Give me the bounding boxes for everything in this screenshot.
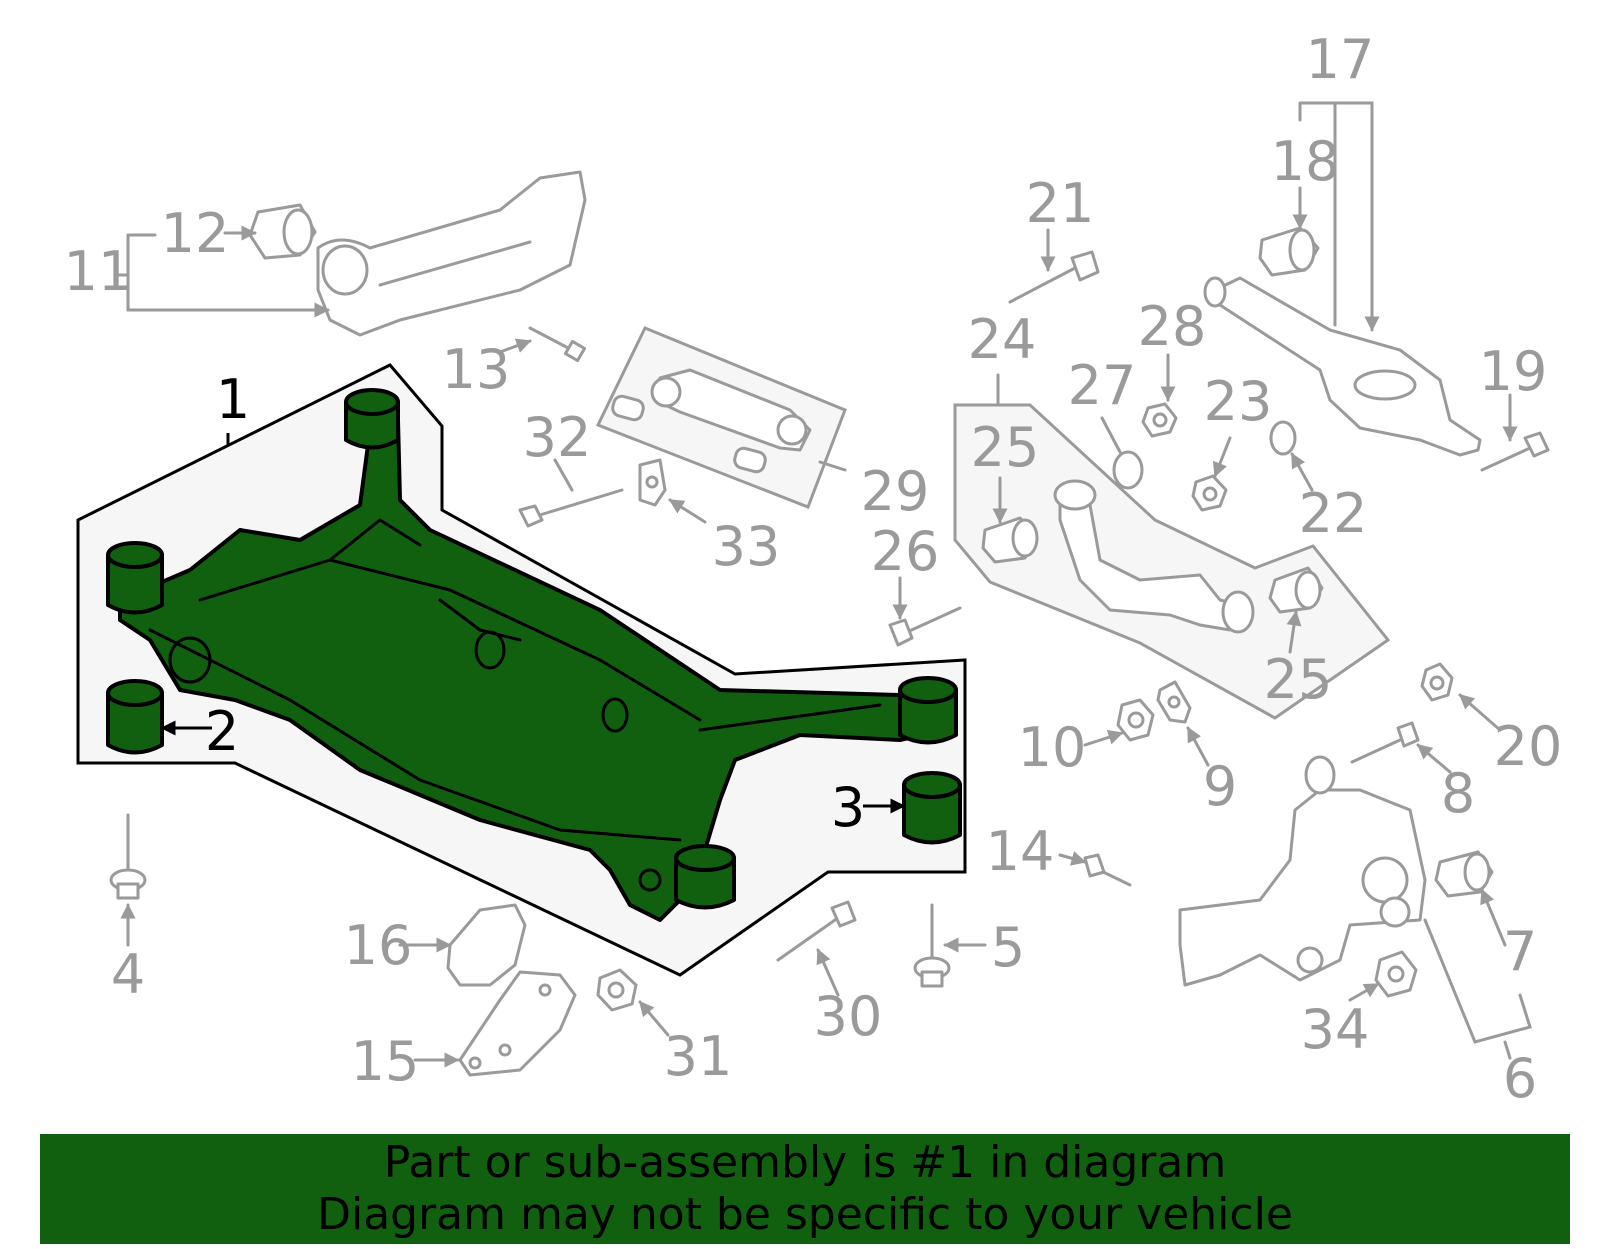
- subframe-assembly-group: [76, 363, 967, 977]
- callout-9: 9: [1203, 755, 1237, 818]
- nut-part-10[interactable]: [1116, 698, 1155, 742]
- callout-22: 22: [1299, 482, 1368, 545]
- cover-part-16[interactable]: [446, 903, 527, 987]
- callout-17: 17: [1306, 28, 1375, 91]
- bushing-part-2[interactable]: [106, 679, 164, 755]
- trailing-arm-part-11[interactable]: [316, 170, 587, 337]
- callout-3: 3: [831, 776, 865, 839]
- callout-28: 28: [1138, 295, 1207, 358]
- nut-part-20[interactable]: [1420, 662, 1454, 702]
- callout-11: 11: [64, 240, 133, 303]
- callout-25-lower: 25: [1264, 648, 1333, 711]
- callout-15: 15: [351, 1030, 420, 1093]
- callout-31: 31: [664, 1025, 733, 1088]
- crossmember-bushing-front-bottom: [674, 844, 736, 910]
- callout-25-upper: 25: [971, 416, 1040, 479]
- bushing-part-25-right[interactable]: [1268, 566, 1324, 614]
- upper-arm-group-24[interactable]: [953, 403, 1391, 720]
- crossmember-bushing-rear-top: [344, 388, 400, 450]
- bracket-11: [126, 233, 320, 312]
- lateral-link-group-29[interactable]: [595, 326, 847, 509]
- bracket-part-15[interactable]: [458, 970, 577, 1077]
- callout-16: 16: [344, 914, 413, 977]
- bracket-part-9[interactable]: [1156, 680, 1192, 724]
- callout-33: 33: [712, 515, 781, 578]
- knuckle-part-6[interactable]: [1178, 755, 1427, 987]
- callout-labels: 1 2 3 4 5 6 7 8 9 10 11 12 13 14 15 16 1…: [64, 28, 1563, 1110]
- bushing-part-18[interactable]: [1258, 226, 1320, 277]
- callout-20: 20: [1494, 715, 1563, 778]
- callout-21: 21: [1026, 172, 1095, 235]
- washer-part-22[interactable]: [1269, 420, 1297, 456]
- callout-30: 30: [814, 985, 883, 1048]
- callout-12: 12: [161, 202, 230, 265]
- bolt-part-5[interactable]: [913, 903, 951, 988]
- banner-line-1: Part or sub-assembly is #1 in diagram: [383, 1137, 1227, 1188]
- nut-part-23[interactable]: [1191, 474, 1228, 512]
- callout-29: 29: [861, 460, 930, 523]
- bolt-part-26[interactable]: [888, 606, 962, 647]
- crossmember-bushing-front-left: [106, 541, 164, 615]
- callout-18: 18: [1271, 130, 1340, 193]
- bushing-part-12[interactable]: [248, 203, 317, 260]
- washer-part-27[interactable]: [1112, 450, 1144, 490]
- callout-2: 2: [205, 700, 239, 763]
- crossmember-subframe[interactable]: [118, 418, 947, 922]
- bolt-part-21[interactable]: [1008, 250, 1100, 304]
- callout-26: 26: [871, 520, 940, 583]
- callout-10: 10: [1018, 716, 1087, 779]
- bracket-6: [1423, 918, 1532, 1044]
- callout-23: 23: [1204, 370, 1273, 433]
- callout-14: 14: [986, 820, 1055, 883]
- bushing-part-7[interactable]: [1434, 850, 1494, 898]
- info-banner: Part or sub-assembly is #1 in diagram Di…: [40, 1134, 1570, 1244]
- banner-line-2: Diagram may not be specific to your vehi…: [317, 1189, 1293, 1240]
- bolt-part-32[interactable]: [518, 488, 624, 528]
- bolt-part-14[interactable]: [1083, 853, 1132, 887]
- nut-part-34[interactable]: [1374, 950, 1418, 998]
- callout-5: 5: [991, 916, 1025, 979]
- bolt-part-19[interactable]: [1480, 431, 1550, 472]
- bolt-part-13[interactable]: [528, 326, 587, 363]
- callout-8: 8: [1441, 762, 1475, 825]
- callout-4: 4: [111, 943, 145, 1006]
- nut-part-31[interactable]: [596, 968, 638, 1012]
- bolt-part-8[interactable]: [1350, 721, 1420, 764]
- nut-part-28[interactable]: [1141, 402, 1178, 438]
- plate-part-33[interactable]: [638, 458, 667, 507]
- callout-24: 24: [968, 308, 1037, 371]
- bolt-part-30[interactable]: [776, 900, 857, 962]
- callout-27: 27: [1068, 354, 1137, 417]
- lower-arm-part-17[interactable]: [1203, 276, 1482, 457]
- callout-32: 32: [523, 406, 592, 469]
- callout-19: 19: [1479, 340, 1548, 403]
- callout-34: 34: [1301, 998, 1370, 1061]
- callout-13: 13: [442, 338, 511, 401]
- crossmember-bushing-right: [898, 676, 958, 745]
- callout-1: 1: [216, 368, 250, 431]
- bushing-part-3[interactable]: [902, 771, 962, 845]
- bolt-part-4[interactable]: [109, 813, 147, 900]
- bushing-part-25-left[interactable]: [981, 516, 1039, 564]
- callout-6: 6: [1503, 1047, 1537, 1110]
- callout-7: 7: [1503, 920, 1537, 983]
